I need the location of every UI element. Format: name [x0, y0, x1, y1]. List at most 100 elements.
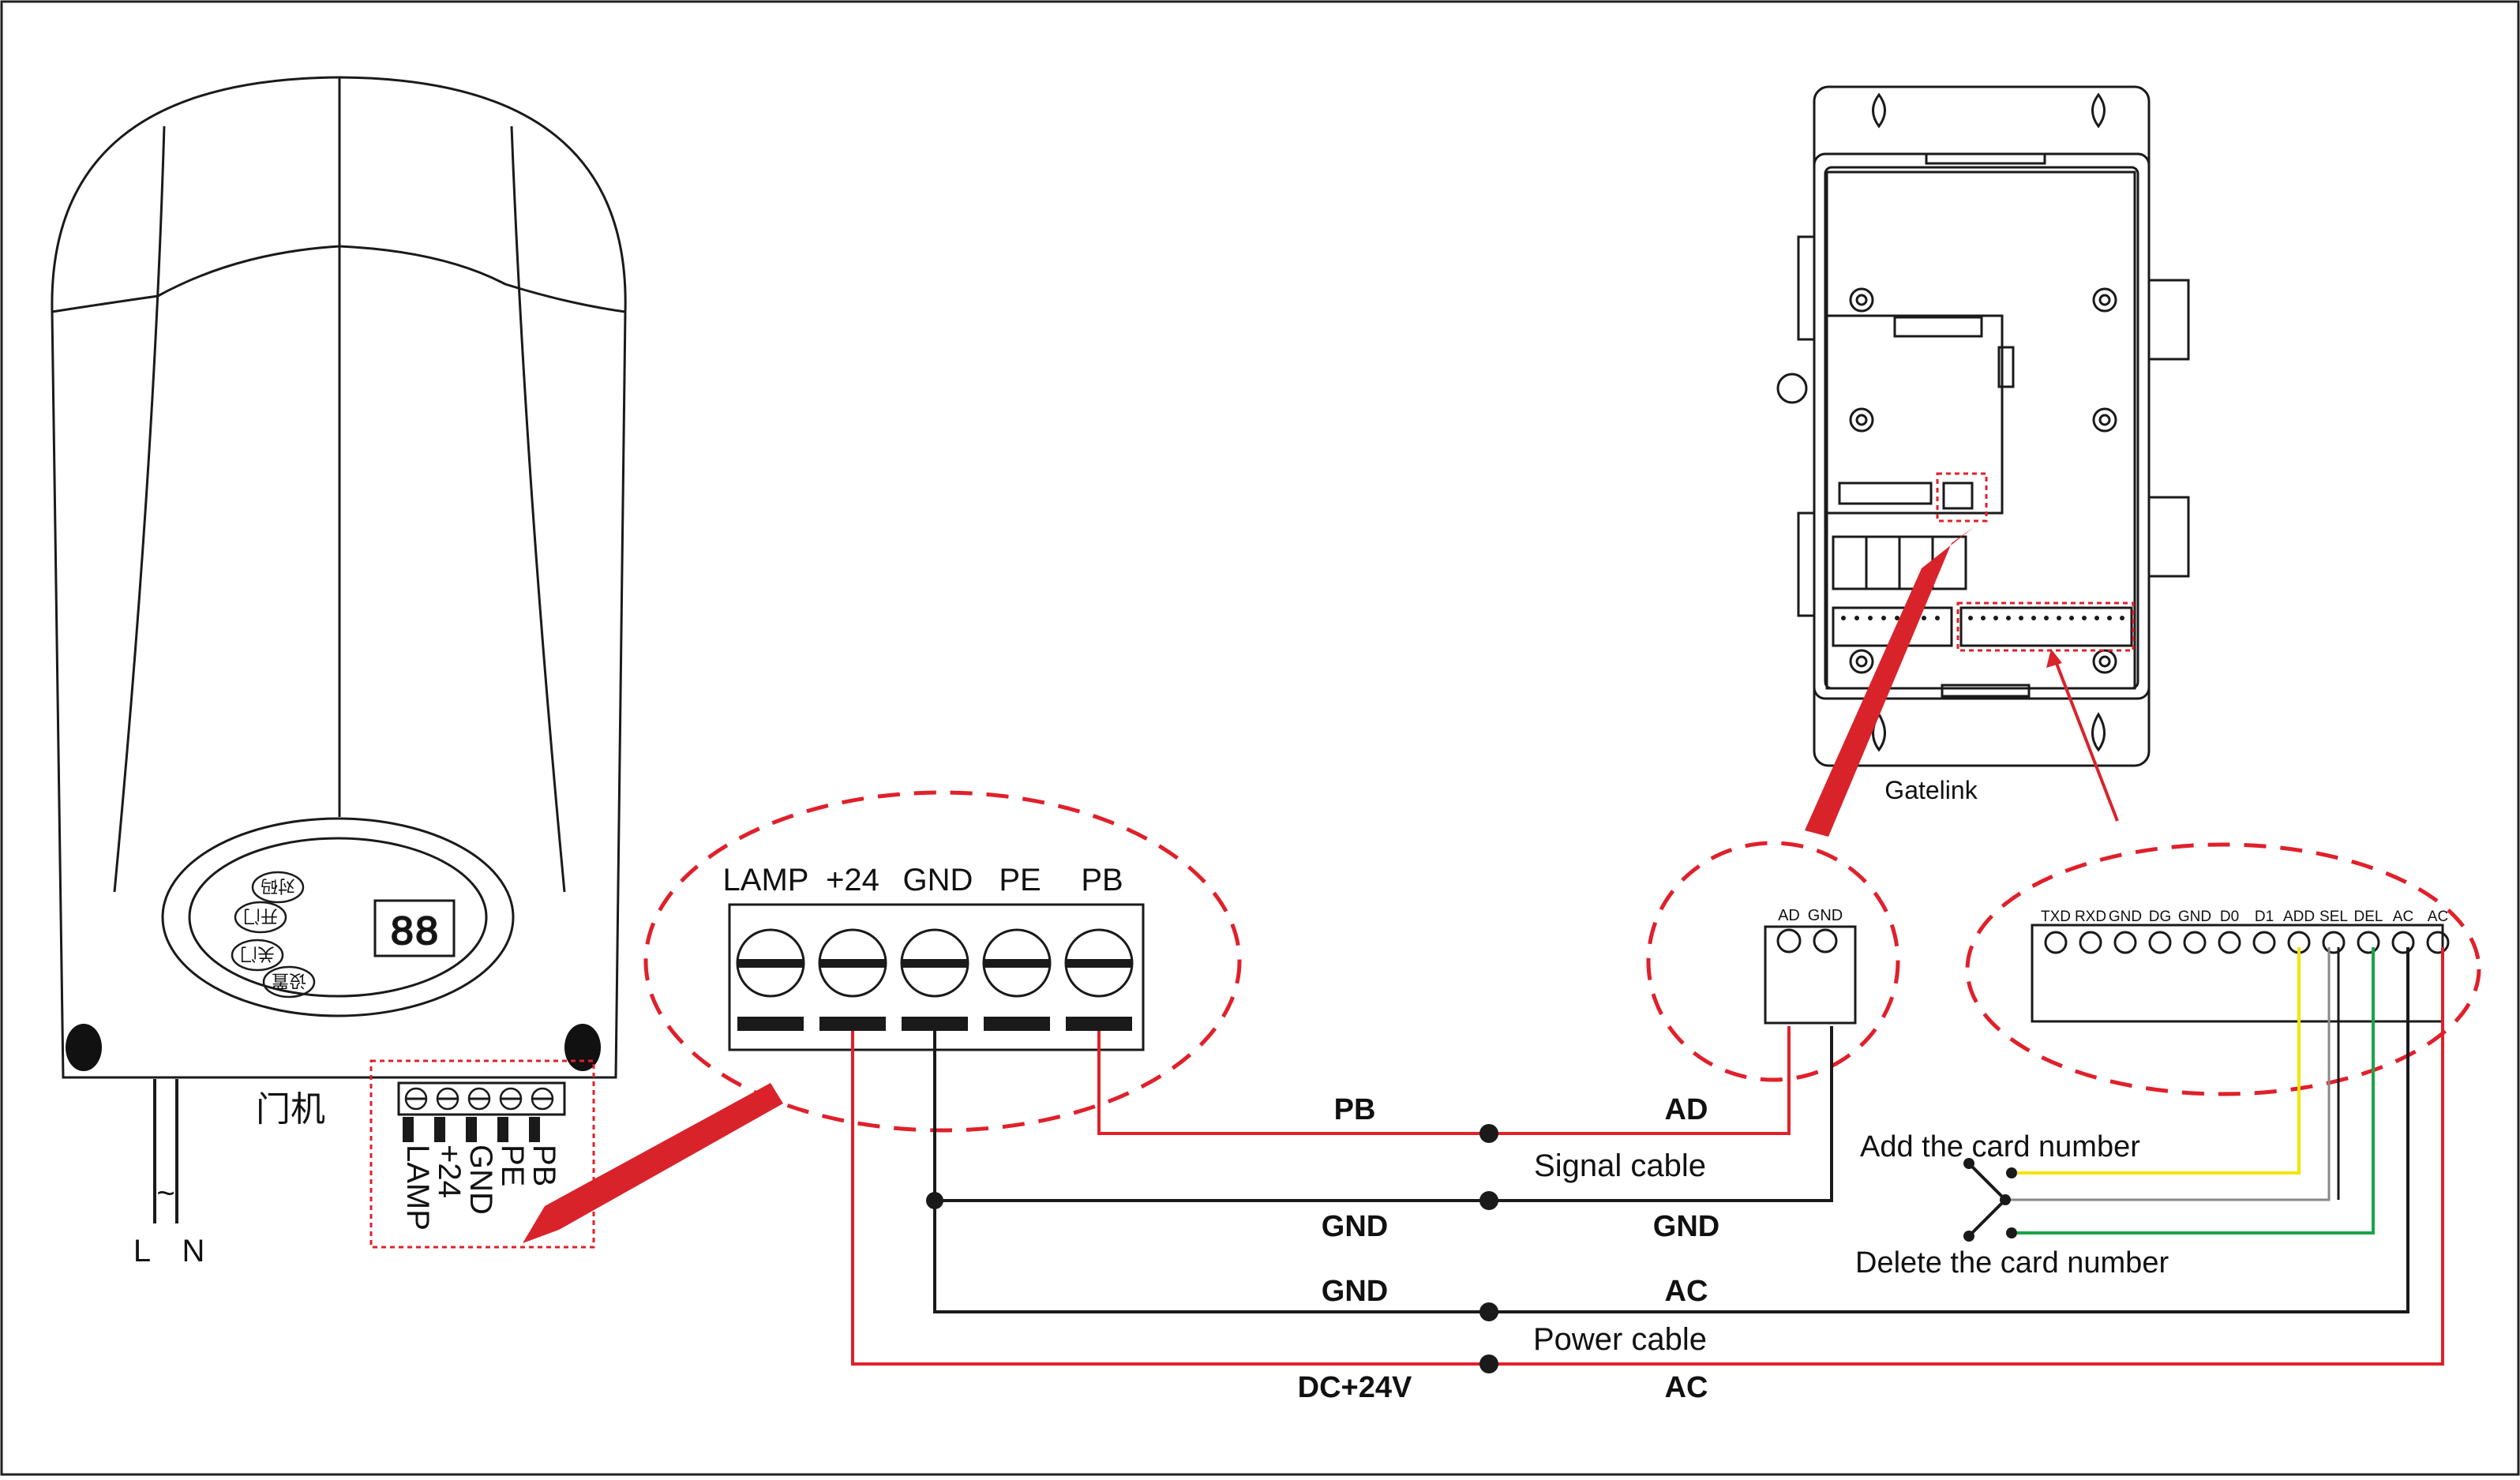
gatelink-terminal-dots	[1841, 616, 2124, 620]
signal-right-top-label: AD	[1665, 1093, 1708, 1126]
ad-gnd-terminal-zoom: AD GND	[1646, 841, 1900, 1082]
switch-delete-label: Delete the card number	[1855, 1246, 2169, 1280]
display-readout: 88	[390, 910, 439, 957]
power-cable-caption: Power cable	[1533, 1322, 1707, 1357]
door-operator-unit	[51, 76, 627, 1079]
power-left-top-label: GND	[1322, 1275, 1388, 1308]
gatelink-inner	[1825, 170, 2136, 690]
zoom-ellipse-door-terminal	[643, 790, 1242, 1133]
small-terminal-label-24v: +24	[432, 1145, 467, 1198]
strip-label-ac-1: AC	[2393, 909, 2413, 925]
signal-left-top-label: PB	[1334, 1093, 1376, 1126]
strip-label-add: ADD	[2283, 909, 2315, 925]
signal-right-bottom-label: GND	[1653, 1210, 1719, 1243]
small-terminal-label-gnd: GND	[463, 1145, 498, 1215]
gatelink-inner-frame	[1824, 166, 2139, 690]
panel-outer-ring	[161, 817, 515, 1017]
strip-label-sel: SEL	[2319, 909, 2348, 925]
small-terminal-label-pb: PB	[527, 1145, 561, 1186]
power-right-bottom-label: AC	[1665, 1371, 1708, 1404]
relay-1	[1832, 535, 1868, 590]
button-open	[234, 901, 287, 934]
door-unit-right-seam	[510, 126, 566, 893]
signal-cable-caption: Signal cable	[1534, 1148, 1706, 1183]
zoom-strip-screws	[2044, 931, 2450, 954]
button-settings-label: 设置	[272, 971, 306, 991]
button-settings	[262, 965, 316, 999]
zoom-label-pb: PB	[1081, 863, 1123, 897]
door-unit-right-foot	[564, 1024, 601, 1071]
strip-label-ac-2: AC	[2428, 909, 2448, 925]
strip-label-rxd: RXD	[2075, 909, 2106, 925]
gatelink-bottom-slot	[1941, 684, 2031, 698]
zoom-label-lamp: LAMP	[723, 863, 809, 897]
small-terminal-label-lamp: LAMP	[400, 1145, 435, 1231]
mount-hole-br	[2091, 712, 2106, 752]
mount-hole-tl	[1872, 92, 1886, 129]
panel-inner-ring	[188, 837, 488, 998]
wire-sel-outer	[2005, 947, 2331, 1201]
gatelink-left-tab-lower	[1797, 511, 1816, 617]
ac-tilde-symbol: ~	[156, 1176, 174, 1211]
wire-add-yellow	[2013, 947, 2301, 1175]
ad-terminal-label: AD	[1778, 907, 1800, 924]
gatelink-strip-highlight	[1956, 601, 2135, 652]
wire-gnd-to-ac	[933, 947, 2409, 1313]
gatelink-strip-zoom: TXD RXD GND DG GND D0 D1 ADD SEL DEL AC …	[1965, 842, 2481, 1096]
gatelink-header-top	[1893, 316, 1983, 338]
mains-l-label: L	[133, 1234, 151, 1268]
wire-gnd-to-gnd	[933, 1026, 1833, 1202]
gatelink-right-terminal-strip	[1959, 606, 2133, 647]
callout-arrow-door-terminal	[523, 1083, 783, 1243]
seven-segment-display	[373, 899, 456, 957]
zoom-ellipse-ad-gnd	[1646, 841, 1900, 1082]
button-open-label: 开门	[243, 906, 278, 926]
gatelink-pcb	[1824, 314, 2004, 515]
zoom-ellipse-terminal-strip	[1965, 842, 2481, 1096]
signal-left-bottom-label: GND	[1322, 1210, 1388, 1243]
door-unit-left-seam	[113, 126, 166, 893]
mount-hole-tr	[2091, 92, 2106, 129]
power-right-top-label: AC	[1665, 1275, 1708, 1308]
gnd-terminal-screw	[1813, 928, 1838, 954]
strip-label-dg: DG	[2149, 909, 2172, 925]
card-number-switch	[1963, 1158, 2017, 1242]
small-terminal-label-pe: PE	[495, 1145, 530, 1186]
strip-label-del: DEL	[2354, 909, 2383, 925]
gatelink-right-latch-upper	[2147, 279, 2190, 361]
strip-label-gnd-1: GND	[2109, 909, 2142, 925]
gatelink-left-tab-upper	[1797, 235, 1816, 341]
callout-line-terminal-strip	[2054, 661, 2119, 822]
ad-gnd-terminal-housing	[1764, 925, 1857, 1025]
junction-dots	[926, 1124, 1498, 1373]
strip-label-gnd-2: GND	[2178, 909, 2211, 925]
gatelink-right-latch-lower	[2147, 496, 2190, 578]
door-terminal-housing	[397, 1081, 566, 1116]
zoom-label-gnd: GND	[903, 863, 973, 897]
wire-24v-to-ac	[851, 947, 2444, 1366]
gatelink-device	[1776, 85, 2190, 767]
door-unit-left-foot	[66, 1024, 102, 1071]
gatelink-side-knob	[1776, 373, 1808, 404]
strip-label-txd: TXD	[2041, 909, 2071, 925]
gatelink-header-side	[1997, 346, 2015, 388]
power-left-bottom-label: DC+24V	[1298, 1371, 1412, 1404]
strip-label-d0: D0	[2220, 909, 2239, 925]
button-close-label: 关门	[240, 944, 275, 964]
wire-del-green	[2013, 947, 2375, 1235]
mains-n-label: N	[182, 1234, 205, 1268]
wire-pb-to-ad	[1097, 1026, 1791, 1135]
gatelink-dip-switch	[1942, 481, 1974, 510]
gnd-terminal-label: GND	[1808, 907, 1843, 924]
strip-label-d1: D1	[2255, 909, 2274, 925]
door-terminal-block-small: PB PE GND +24 LAMP	[369, 1059, 595, 1249]
door-control-panel: 对码 开门 关门 设置 88	[161, 817, 515, 1017]
ad-terminal-screw	[1776, 928, 1802, 954]
gatelink-header-bottom	[1838, 481, 1933, 505]
relay-2	[1865, 535, 1901, 590]
mains-cord	[153, 1079, 178, 1223]
door-terminal-zoom: LAMP +24 GND PE PB	[643, 790, 1242, 1133]
zoom-label-24v: +24	[826, 863, 879, 897]
